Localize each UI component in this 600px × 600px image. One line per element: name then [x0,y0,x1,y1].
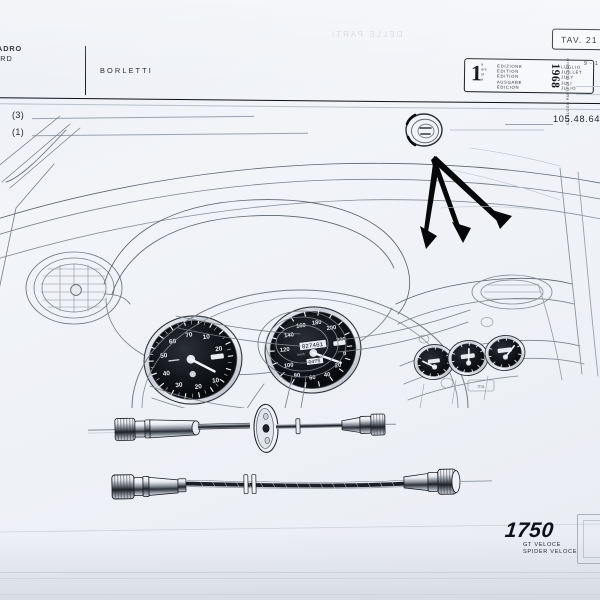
svg-text:0: 0 [343,351,347,357]
callout-1: (1) [12,127,25,137]
side-code: 9 - 1 [584,61,599,67]
svg-text:0476: 0476 [308,358,321,365]
model-badge: 1750 GT VELOCE SPIDER VELOCE [504,519,600,556]
edition-months: LUGLIO JUILLET JULY JULI JULIO [560,64,583,91]
page-edge-line-1 [0,572,600,573]
svg-text:50: 50 [160,352,168,360]
title-line-en: NTS [0,65,96,75]
svg-text:20: 20 [335,363,342,370]
svg-text:10: 10 [202,333,210,341]
page-title: CHI DEL QUADRO LAGE DE BORD NTS NTE NTOS [0,44,96,95]
svg-text:80: 80 [293,373,300,380]
page-edge-line-2 [0,578,600,580]
header-band: CHI DEL QUADRO LAGE DE BORD NTS NTE NTOS… [0,18,600,95]
dashboard-illustration: 40 50 60 70 10 20 30 20 10 [0,108,600,408]
drawing-number-leader [505,124,553,125]
model-variant-gt: GT VELOCE [523,542,562,548]
plate-number-label: TAV. 21 [560,34,598,46]
side-rule-1 [576,86,600,87]
badge-frame-outer [577,514,600,564]
edition-words: EDIZIONE EDITION EDITION AUSGABE EDICION [496,63,523,90]
svg-text:70: 70 [185,331,193,339]
model-variant-spider: SPIDER VELOCE [523,549,578,555]
svg-text:60: 60 [309,375,316,382]
svg-text:ma: ma [478,384,485,390]
drawing-number: 105.48.64 [553,114,600,124]
svg-text:20: 20 [215,345,223,353]
svg-text:30: 30 [175,381,183,389]
svg-text:20: 20 [194,383,202,391]
svg-text:60: 60 [169,338,177,346]
svg-text:027461: 027461 [301,341,324,351]
svg-text:120: 120 [280,347,290,354]
svg-text:100: 100 [284,363,294,370]
edition-ordinals: a ère st a [480,62,487,82]
manufacturer-name: BORLETTI [100,66,153,75]
parts-illustrations [0,390,600,540]
svg-text:km/h: km/h [297,352,305,357]
edition-year: 1968 [548,63,562,89]
title-line-es: NTOS [0,85,96,95]
svg-text:40: 40 [163,370,171,378]
callout-3: (3) [12,110,25,120]
side-rule-2 [576,94,600,95]
svg-text:160: 160 [296,323,306,330]
badge-frame-inner [583,520,600,558]
model-variants: GT VELOCE SPIDER VELOCE [523,542,600,556]
edition-box: 1 a ère st a EDIZIONE EDITION EDITION AU… [463,58,595,94]
svg-text:10: 10 [212,377,220,385]
title-line-de: NTE [0,75,96,85]
svg-text:140: 140 [284,332,294,339]
page-edge-line-3 [0,594,600,595]
title-line-fr: LAGE DE BORD [0,54,13,64]
header-divider [85,46,86,95]
svg-text:40: 40 [324,372,331,379]
svg-text:180: 180 [312,320,322,327]
title-line-it: CHI DEL QUADRO [0,44,23,53]
plate-number-box: TAV. 21 [551,28,600,51]
